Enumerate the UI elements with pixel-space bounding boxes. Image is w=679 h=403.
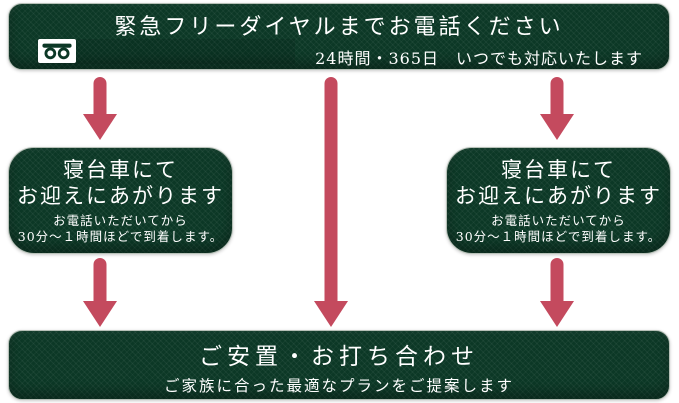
meeting-title: ご安置・お打ち合わせ	[199, 344, 479, 370]
pickup-box-right: 寝台車にて お迎えにあがります お電話いただいてから 30分〜１時間ほどで到着し…	[446, 147, 671, 254]
meeting-box: ご安置・お打ち合わせ ご家族に合った最適なプランをご提案します	[8, 330, 670, 400]
pickup-left-note-line2: 30分〜１時間ほどで到着します。	[17, 229, 224, 244]
emergency-call-box: 緊急フリーダイヤルまでお電話ください 24時間・365日 いつでも対応いたします	[8, 3, 670, 70]
pickup-right-note-line2: 30分〜１時間ほどで到着します。	[455, 229, 662, 244]
down-arrow-pickup-right-to-meeting	[540, 258, 574, 327]
down-arrow-pickup-left-to-meeting	[83, 258, 117, 327]
pickup-right-title: 寝台車にて お迎えにあがります	[447, 157, 670, 209]
down-arrow-top-to-pickup-left	[83, 77, 117, 140]
pickup-right-note-line1: お電話いただいてから	[491, 213, 626, 228]
pickup-box-left: 寝台車にて お迎えにあがります お電話いただいてから 30分〜１時間ほどで到着し…	[8, 147, 233, 254]
pickup-right-title-line1: 寝台車にて	[501, 158, 616, 182]
emergency-call-subtitle: 24時間・365日 いつでも対応いたします	[315, 49, 643, 68]
pickup-right-title-line2: お迎えにあがります	[455, 184, 662, 208]
emergency-call-title: 緊急フリーダイヤルまでお電話ください	[114, 15, 564, 40]
down-arrow-top-to-pickup-right	[540, 77, 574, 140]
pickup-left-note: お電話いただいてから 30分〜１時間ほどで到着します。	[9, 213, 232, 245]
down-arrow-top-to-meeting	[314, 77, 348, 327]
phone-number-area	[37, 39, 295, 64]
pickup-left-title-line1: 寝台車にて	[63, 158, 178, 182]
pickup-left-title-line2: お迎えにあがります	[17, 184, 224, 208]
pickup-left-note-line1: お電話いただいてから	[53, 213, 188, 228]
meeting-subtitle: ご家族に合った最適なプランをご提案します	[163, 377, 514, 395]
pickup-left-title: 寝台車にて お迎えにあがります	[9, 157, 232, 209]
freedial-icon	[38, 39, 76, 63]
pickup-right-note: お電話いただいてから 30分〜１時間ほどで到着します。	[447, 213, 670, 245]
